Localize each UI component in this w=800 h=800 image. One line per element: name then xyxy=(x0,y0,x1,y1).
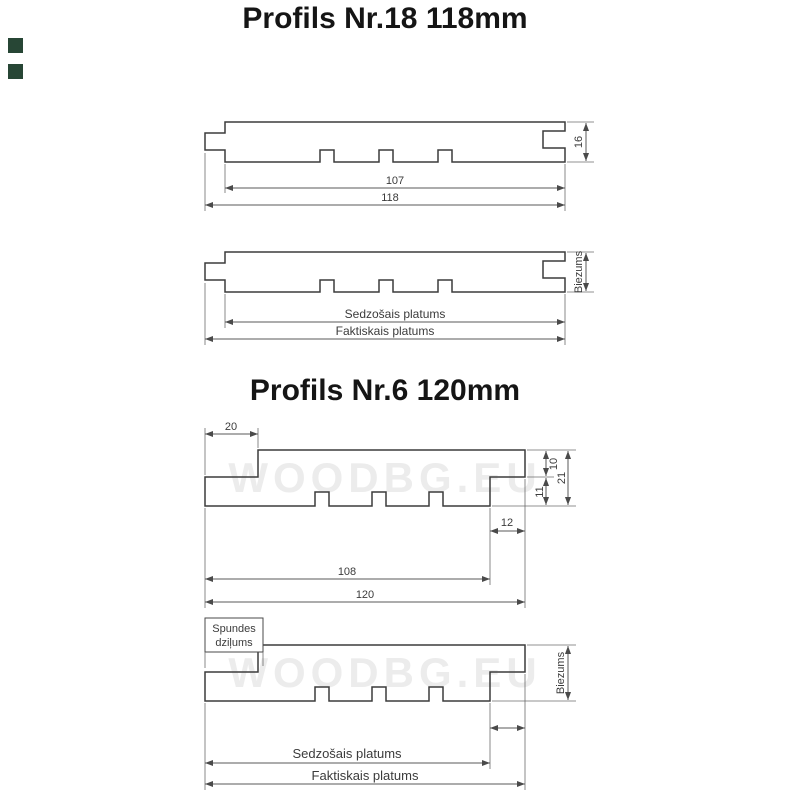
upper-thickness-dimension-value: 10 xyxy=(548,458,560,470)
groove-depth-callout: Spundes dziļums xyxy=(204,617,264,668)
profile-6-outline xyxy=(204,449,526,507)
groove-depth-box xyxy=(204,617,264,653)
profile-6-outline xyxy=(204,644,526,702)
cover-width-dimension-value: 107 xyxy=(386,175,404,187)
full-width-label: Faktiskais platums xyxy=(336,324,435,338)
profile-18-labeled-drawing: Biezums Sedzošais platums Faktiskais pla… xyxy=(204,250,594,345)
thickness-label: Biezums xyxy=(555,651,567,694)
total-thickness-dimension-value: 21 xyxy=(556,472,568,484)
full-width-label: Faktiskais platums xyxy=(312,768,419,783)
extension-lines xyxy=(204,121,594,211)
thickness-dimension-value: 16 xyxy=(573,136,585,148)
cover-width-dimension-value: 108 xyxy=(338,566,356,578)
groove-depth-label-line2: dziļums xyxy=(215,637,253,649)
cover-width-label: Sedzošais platums xyxy=(292,746,402,761)
extension-lines xyxy=(204,644,576,790)
profile-6-labeled-drawing: Spundes dziļums Biezums Sedzošais platum… xyxy=(204,617,576,790)
lower-thickness-dimension-value: 11 xyxy=(534,486,546,497)
title-profile-6: Profils Nr.6 120mm xyxy=(250,374,520,407)
extension-lines xyxy=(204,428,576,608)
watermark-text: WOODBG.EU xyxy=(228,454,541,501)
full-width-dimension-value: 120 xyxy=(356,589,374,601)
rebate-width-dimension-value: 20 xyxy=(225,421,237,433)
cover-width-label: Sedzošais platums xyxy=(345,307,446,321)
watermark-text: WOODBG.EU xyxy=(228,649,541,696)
lap-width-dimension-value: 12 xyxy=(501,517,513,529)
groove-depth-label-line1: Spundes xyxy=(212,623,256,635)
profile-18-outline xyxy=(204,251,566,293)
profile-18-outline xyxy=(204,121,566,163)
corner-badge-icon xyxy=(8,64,23,79)
profile-6-numeric-drawing: 20 10 11 21 12 108 120 xyxy=(204,421,576,608)
thickness-label: Biezums xyxy=(573,250,585,293)
corner-badge-icon xyxy=(8,38,23,53)
title-profile-18: Profils Nr.18 118mm xyxy=(242,2,527,35)
profile-18-numeric-drawing: 16 107 118 xyxy=(204,121,594,211)
full-width-dimension-value: 118 xyxy=(381,192,399,204)
